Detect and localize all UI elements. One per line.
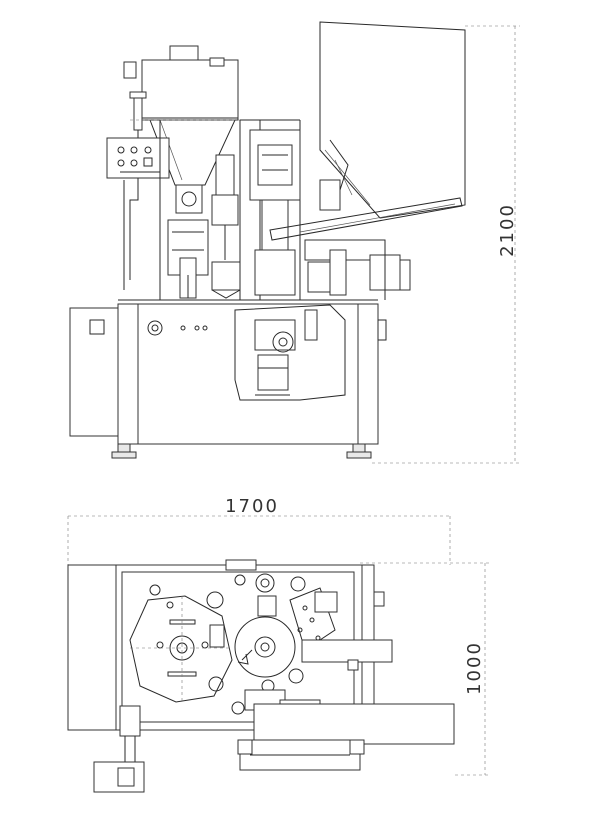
tube-magazine xyxy=(319,21,466,219)
pump-column xyxy=(211,154,241,299)
machine-feet xyxy=(111,443,372,459)
feed-pipe xyxy=(123,91,147,290)
control-panel xyxy=(106,137,170,179)
crimping-unit xyxy=(234,304,346,401)
filling-column xyxy=(167,184,209,299)
width-dimension xyxy=(67,515,451,565)
station-wheel xyxy=(149,573,306,678)
cabinet xyxy=(69,303,387,445)
lower-mechanism xyxy=(208,668,455,771)
front-view: 2100 xyxy=(69,21,520,464)
side-plate xyxy=(289,587,393,671)
inclined-conveyor xyxy=(269,139,463,241)
height-dimension-label: 2100 xyxy=(497,203,518,257)
depth-dimension-label: 1000 xyxy=(464,641,485,695)
top-frame xyxy=(67,559,385,731)
turntable-assembly xyxy=(304,239,411,300)
depth-dimension xyxy=(360,562,490,776)
bottom-pipe xyxy=(93,705,145,793)
machine-frame xyxy=(159,119,301,300)
width-dimension-label: 1700 xyxy=(225,496,279,517)
height-dimension xyxy=(372,25,520,464)
top-view: 1700 xyxy=(67,496,490,793)
rotary-table xyxy=(129,595,233,703)
